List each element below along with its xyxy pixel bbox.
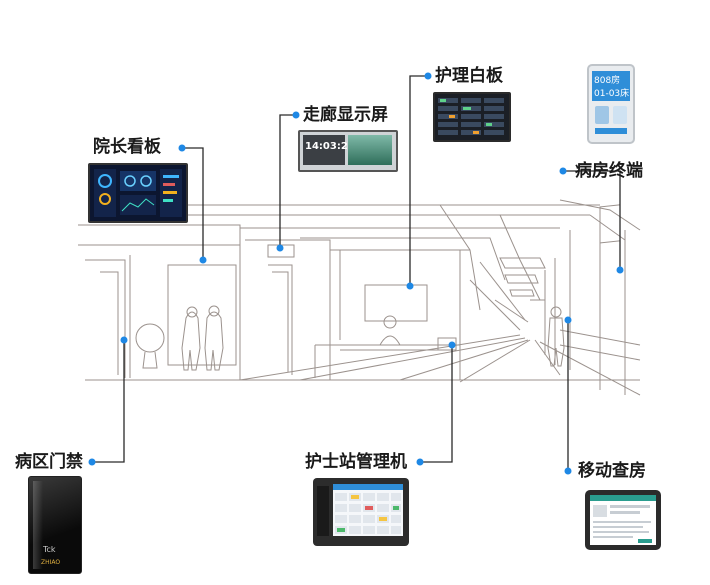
ward-terminal-device: 808房 01-03床	[587, 64, 635, 144]
nurse-station-screen	[333, 484, 403, 536]
president-board-device	[88, 163, 188, 223]
rounds-app-screen	[590, 495, 656, 543]
label-ward-access: 病区门禁	[15, 452, 83, 472]
avatar	[595, 106, 609, 124]
ward-bed-number: 01-03床	[594, 89, 630, 99]
glass-reflection	[33, 481, 43, 569]
mobile-rounds-device	[585, 490, 661, 550]
avatar	[613, 106, 627, 124]
nurse-station-device	[313, 478, 409, 546]
label-mobile-rounds: 移动查房	[578, 461, 646, 481]
label-nurse-station: 护士站管理机	[305, 452, 407, 472]
ward-terminal-bar	[595, 128, 627, 134]
label-corridor-display: 走廊显示屏	[303, 105, 388, 125]
nursing-whiteboard-device	[433, 92, 511, 142]
schedule-grid	[333, 484, 403, 534]
corridor-clock-panel: 14:03:23	[303, 135, 355, 165]
corridor-image-panel	[348, 135, 392, 165]
speaker-panel	[317, 486, 329, 536]
corridor-time: 14:03:23	[305, 141, 355, 152]
dashboard-screen	[94, 169, 182, 217]
ward-room-number: 808房	[594, 76, 621, 86]
whiteboard-screen	[438, 98, 504, 135]
corridor-display-device: 14:03:23	[298, 130, 398, 172]
label-nursing-whiteboard: 护理白板	[435, 66, 503, 86]
ward-terminal-header: 808房 01-03床	[592, 71, 630, 101]
access-logo: Tck	[43, 545, 56, 554]
access-brand: ZHIAO	[41, 559, 61, 566]
label-president-board: 院长看板	[93, 137, 161, 157]
label-ward-terminal: 病房终端	[575, 161, 643, 181]
ward-access-device: Tck ZHIAO	[28, 476, 82, 574]
mobile-rounds-screen	[590, 495, 656, 545]
